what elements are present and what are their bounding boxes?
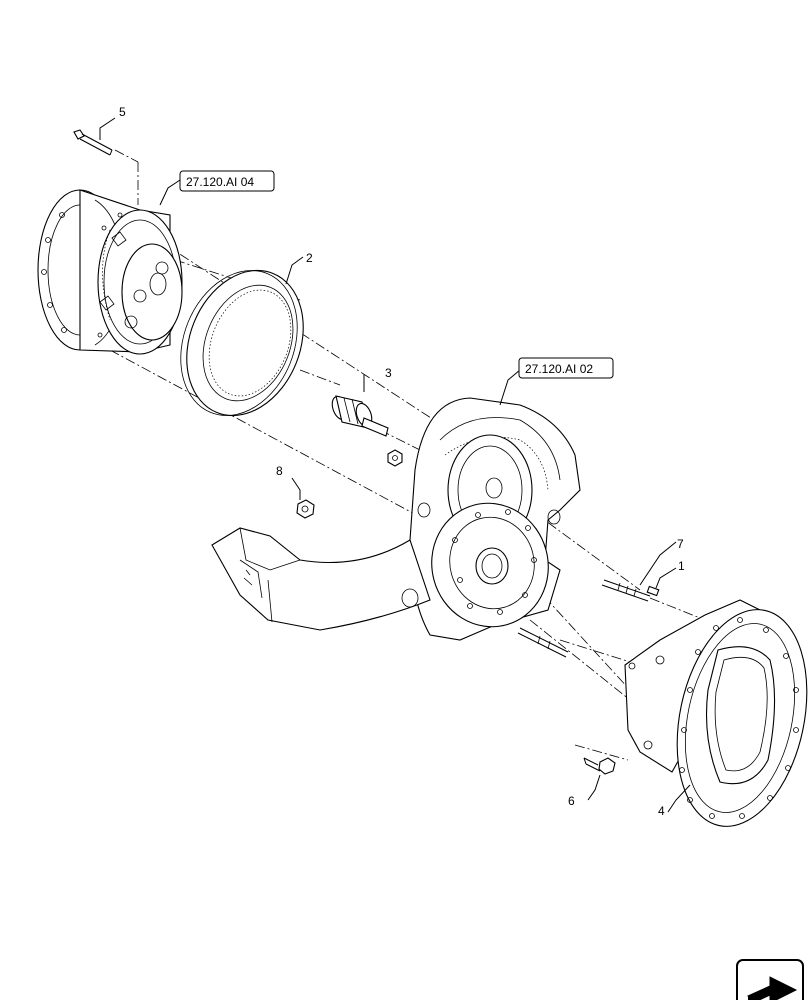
- callout-7: 7: [677, 537, 684, 551]
- reference-box-planetary[interactable]: 27.120.AI 04: [179, 170, 275, 192]
- leader-lines: [99, 117, 691, 813]
- stud-part-7: [517, 579, 651, 658]
- pinion-shaft-part-3: [331, 395, 389, 437]
- wheel-flange-part-4: [624, 599, 808, 827]
- pin-part-1: [646, 585, 660, 597]
- callout-2: 2: [306, 251, 313, 265]
- ring-gear-part-2: [180, 269, 304, 417]
- planetary-hub-assembly: [37, 189, 183, 355]
- callout-4: 4: [658, 804, 665, 818]
- callout-8: 8: [276, 464, 283, 478]
- callout-6: 6: [568, 794, 575, 808]
- nut-part-8: [296, 499, 315, 519]
- bolt-part-6: [583, 757, 616, 775]
- assembly-centerlines: [109, 149, 701, 761]
- callout-labels: 5 2 3 8 7 1 6 4: [119, 105, 685, 818]
- return-arrow-icon[interactable]: [736, 959, 804, 1000]
- reference-housing-label[interactable]: 27.120.AI 02: [525, 362, 593, 376]
- callout-5: 5: [119, 105, 126, 119]
- reference-box-housing[interactable]: 27.120.AI 02: [518, 357, 614, 379]
- callout-1: 1: [678, 559, 685, 573]
- bolt-part-5: [73, 129, 113, 156]
- callout-3: 3: [385, 366, 392, 380]
- washer: [387, 449, 403, 467]
- reference-planetary-label[interactable]: 27.120.AI 04: [186, 175, 254, 189]
- axle-housing: [211, 397, 581, 641]
